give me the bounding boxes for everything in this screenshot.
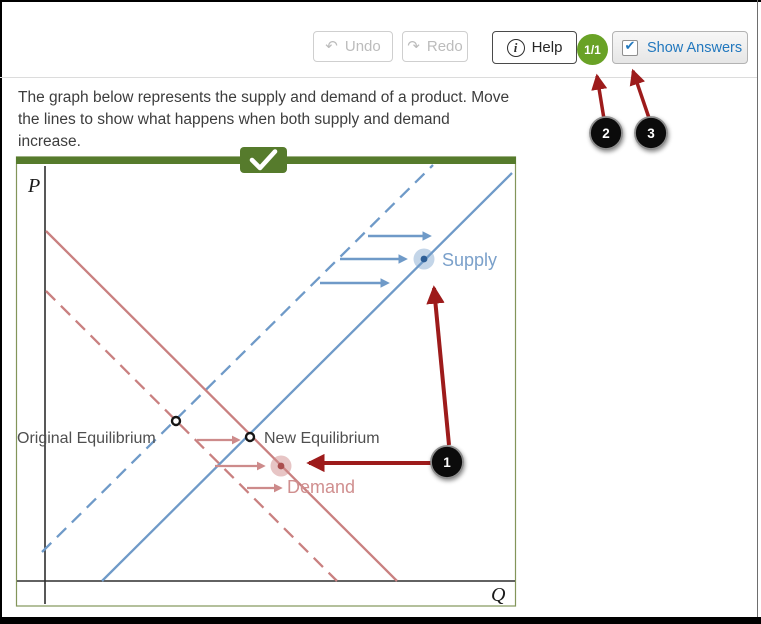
undo-label: Undo	[344, 38, 381, 55]
window-edge-top	[0, 0, 761, 2]
undo-button[interactable]: ↶ Undo	[313, 31, 393, 62]
callout-arrow-to-supply-handle	[426, 285, 451, 446]
supply-shift-arrows	[320, 231, 432, 288]
demand-drag-handle-dot	[277, 462, 285, 470]
window-edge-right	[757, 0, 758, 617]
window-edge-bottom	[0, 617, 761, 624]
graph-border	[15, 156, 517, 607]
redo-button[interactable]: ↷ Redo	[402, 31, 468, 62]
supply-drag-handle-dot	[420, 255, 428, 263]
demand-shift-arrows	[197, 435, 283, 493]
question-line: increase.	[18, 133, 81, 150]
demand-drag-handle[interactable]	[270, 455, 292, 477]
demand-new-line[interactable]	[45, 230, 398, 582]
p-axis-label: P	[27, 175, 40, 197]
q-axis-label: Q	[491, 584, 506, 606]
window-edge-left	[0, 0, 2, 624]
demand-label: Demand	[287, 477, 355, 497]
supply-label: Supply	[442, 250, 497, 270]
checkbox-check-icon: ✔	[624, 39, 636, 54]
toolbar-divider	[0, 77, 757, 78]
show-answers-label: Show Answers	[647, 39, 743, 56]
undo-icon: ↶	[325, 37, 338, 55]
callout-arrow-to-show-answers	[629, 68, 651, 119]
question-line: The graph below represents the supply an…	[18, 89, 510, 106]
score-badge: 1/1	[577, 34, 608, 65]
correct-banner-bar	[16, 156, 516, 164]
help-button[interactable]: i Help	[492, 31, 577, 64]
show-answers-button[interactable]: ✔ Show Answers	[612, 31, 748, 64]
supply-original-line	[41, 164, 434, 553]
new-equilibrium-label: New Equilibrium	[264, 430, 380, 447]
callout-badge-1-number: 1	[443, 455, 451, 470]
supply-drag-handle[interactable]	[413, 248, 435, 270]
callout-badges: 1 2 3	[430, 116, 668, 479]
show-answers-checkbox[interactable]: ✔	[622, 39, 638, 56]
question-text: The graph below represents the supply an…	[18, 87, 578, 153]
info-icon: i	[506, 38, 525, 57]
help-label: Help	[531, 39, 563, 56]
callout-badge-3-number: 3	[647, 126, 655, 141]
callout-arrow-to-score-badge	[591, 73, 608, 120]
callout-badge-3	[634, 116, 668, 150]
supply-new-line[interactable]	[101, 172, 513, 582]
callout-badge-2	[589, 116, 623, 150]
demand-original-line	[45, 290, 338, 582]
question-line: the lines to show what happens when both…	[18, 111, 450, 128]
new-equilibrium-marker	[244, 431, 256, 443]
callout-badge-2-number: 2	[602, 126, 610, 141]
original-equilibrium-marker	[170, 415, 182, 427]
original-equilibrium-label: Original Equilibrium	[17, 430, 156, 447]
redo-icon: ↷	[407, 37, 420, 55]
callout-badge-1	[430, 445, 464, 479]
redo-label: Redo	[426, 38, 463, 55]
checkmark-icon	[249, 149, 278, 171]
graph-widget: P Q Original Equilibrium New Equilibrium	[15, 147, 517, 607]
